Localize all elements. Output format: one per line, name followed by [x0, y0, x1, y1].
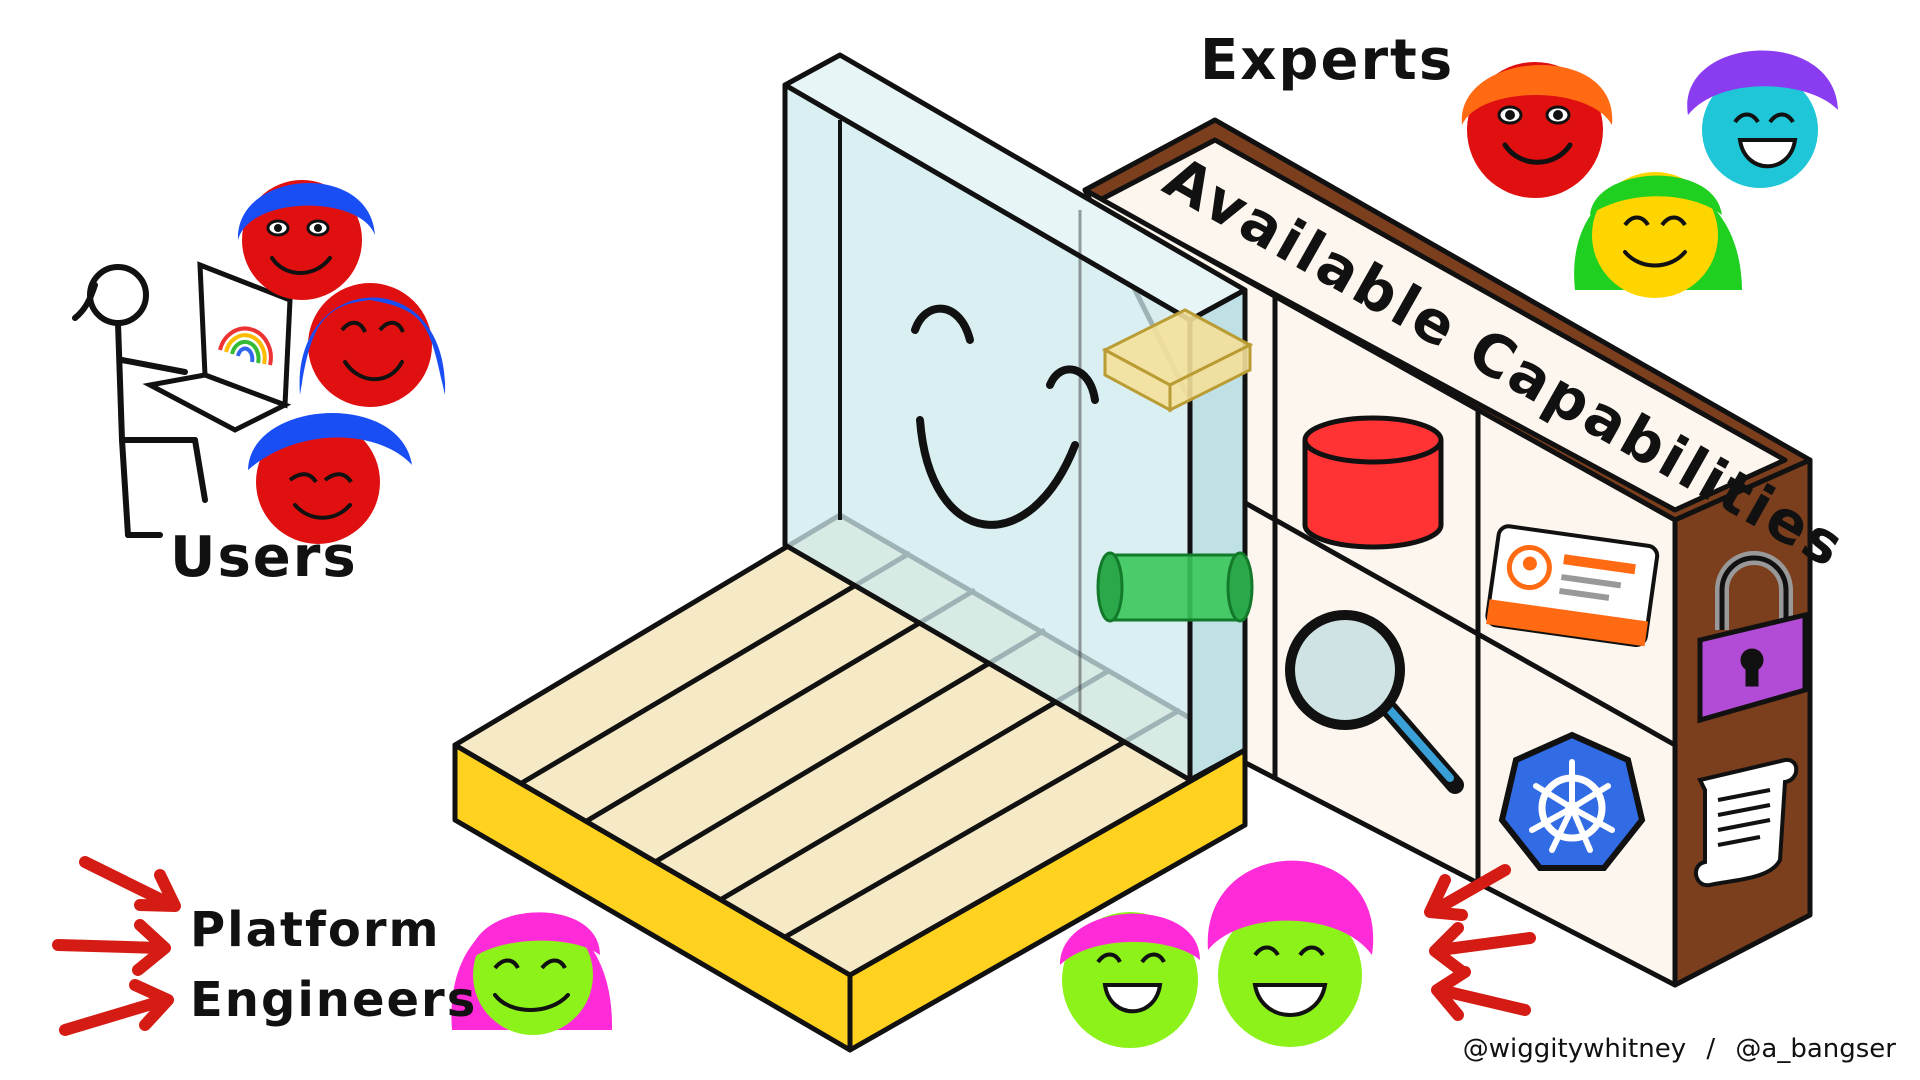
- arrow-icon: [1429, 922, 1536, 976]
- glass-smiley-face: [911, 304, 1099, 529]
- user-stick-figure: [72, 264, 208, 538]
- padlock-icon: [1697, 551, 1808, 724]
- arrow-icon: [1424, 864, 1511, 921]
- credit-author-2: @a_bangser: [1735, 1034, 1896, 1064]
- experts-label: Experts: [1200, 28, 1455, 93]
- id-card-icon: [1485, 524, 1660, 648]
- arrows-left: [52, 856, 181, 1036]
- platform-engineer-avatar-2: [1060, 912, 1200, 1048]
- user-avatar-1: [237, 180, 375, 300]
- platform-engineer-avatar-3: [1207, 860, 1374, 1047]
- arrow-icon: [79, 856, 181, 912]
- expert-avatar-1: [1461, 62, 1613, 198]
- arrows-right: [1424, 864, 1536, 1021]
- expert-avatar-2: [1687, 50, 1838, 188]
- credit-separator: /: [1706, 1034, 1716, 1064]
- kubernetes-helm-icon: [1498, 731, 1646, 871]
- platform-engineers-line2: Engineers: [190, 972, 478, 1028]
- magnifying-glass-icon: [1285, 610, 1464, 794]
- yellow-tray-icon: [1101, 308, 1254, 413]
- credit-author-1: @wiggitywhitney: [1462, 1034, 1687, 1064]
- arrow-icon: [52, 919, 171, 976]
- user-avatar-3: [248, 412, 412, 544]
- glass-pane: [782, 52, 1248, 783]
- scroll-icon: [1694, 757, 1799, 888]
- author-credits: @wiggitywhitney / @a_bangser: [1457, 1034, 1902, 1064]
- red-database-icon: [1302, 415, 1444, 550]
- expert-avatar-3: [1574, 172, 1742, 298]
- users-label: Users: [170, 525, 358, 590]
- platform-engineer-avatar-1: [451, 912, 613, 1035]
- user-avatar-2: [299, 283, 446, 407]
- platform-engineers-label: Platform Engineers: [190, 895, 477, 1035]
- platform-engineers-line1: Platform: [190, 902, 441, 958]
- platform-base: [452, 512, 1248, 1053]
- rainbow-icon: [218, 326, 273, 366]
- arrow-icon: [59, 979, 174, 1036]
- arrow-icon: [1431, 966, 1531, 1021]
- green-pipe-icon: [1096, 551, 1254, 623]
